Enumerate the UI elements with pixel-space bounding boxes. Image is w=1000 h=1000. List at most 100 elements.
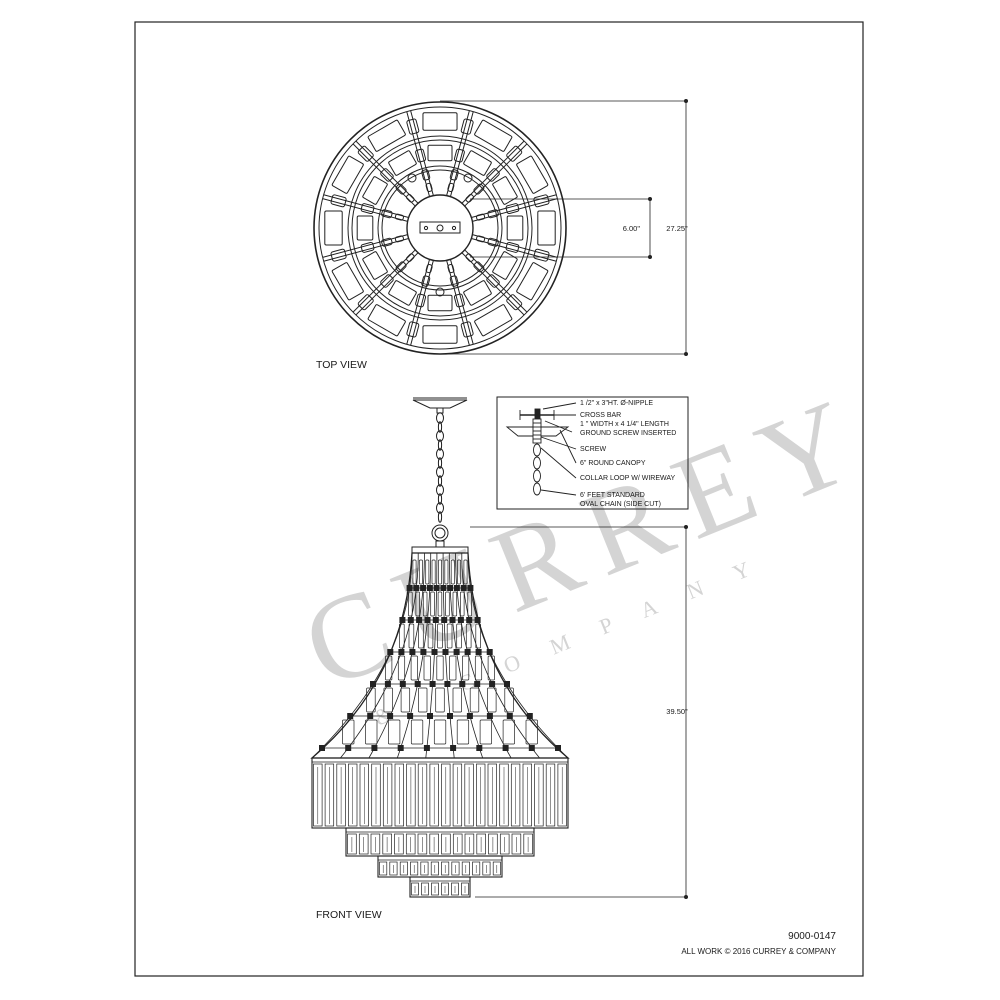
bell-clip <box>399 681 406 687</box>
fringe-crystal <box>359 763 369 827</box>
bell-clip <box>432 617 439 623</box>
bell-glass <box>423 655 431 681</box>
top-view-glass <box>447 182 455 192</box>
fringe-crystal <box>371 763 381 827</box>
bell-glass <box>408 591 413 617</box>
fringe-crystal <box>487 763 497 827</box>
top-view-glass <box>406 118 420 135</box>
sheet-border <box>134 21 864 977</box>
top-view-glass <box>360 241 375 253</box>
bell-clip <box>384 681 391 687</box>
top-view-glass <box>330 248 347 262</box>
fringe-crystal <box>476 763 486 827</box>
fringe-crystal <box>313 763 323 827</box>
top-view-glass <box>425 264 433 274</box>
bell-clip <box>406 585 413 591</box>
top-view-ring-glass <box>427 144 453 162</box>
bell-clip <box>447 713 453 719</box>
fringe-crystal <box>430 861 439 876</box>
bell-glass <box>410 655 418 681</box>
bell-glass <box>437 623 443 649</box>
front-view-drawing <box>310 397 570 898</box>
bell-clip <box>453 585 460 591</box>
bell-clip <box>433 585 440 591</box>
bell-clip <box>506 713 513 719</box>
top-view-spoke <box>352 249 416 313</box>
bell-glass <box>475 623 481 649</box>
fringe-crystal <box>451 882 459 896</box>
fringe-crystal <box>358 833 369 855</box>
bell-clip <box>407 617 414 623</box>
top-view-ring-glass <box>388 150 417 176</box>
bell-glass <box>445 591 450 617</box>
bell-glass <box>427 623 434 649</box>
top-view-spoke <box>323 194 409 219</box>
top-view-spoke <box>446 260 470 346</box>
bell-glass <box>525 719 538 745</box>
bell-glass <box>436 655 444 681</box>
top-view-spoke <box>406 259 431 345</box>
bell-clip <box>420 585 427 591</box>
top-view-ring-glass <box>331 262 364 301</box>
top-view-ring-glass <box>367 119 406 152</box>
top-view-dimensions <box>440 99 689 356</box>
bell-glass <box>400 687 411 713</box>
top-view-glass <box>486 274 500 288</box>
top-view-glass <box>487 209 499 219</box>
callout-screw: SCREW <box>580 446 606 453</box>
top-view-spoke <box>461 140 525 204</box>
bell-clip <box>489 681 496 687</box>
bell-clip <box>370 681 376 687</box>
top-view-glass <box>425 182 433 192</box>
callout-cross-bar: CROSS BAR <box>580 412 621 419</box>
bell-glass <box>422 591 428 617</box>
fringe-crystal <box>370 833 381 855</box>
chain-link <box>436 430 444 442</box>
fringe-crystal <box>379 861 388 876</box>
top-view-glass <box>460 321 474 338</box>
top-view-ring-glass <box>422 325 458 344</box>
top-view-glass <box>465 253 474 262</box>
bell-clip <box>466 713 473 719</box>
fringe-crystal <box>429 833 439 855</box>
top-view-glass <box>473 261 485 273</box>
top-view-glass <box>415 148 427 163</box>
fringe-crystal <box>441 882 449 896</box>
bell-clip <box>424 617 431 623</box>
top-view-spoke <box>464 249 528 313</box>
top-view-ring-glass <box>463 150 492 176</box>
front-view-dimensions <box>470 525 689 900</box>
bell-clip <box>528 745 535 751</box>
top-view-spoke <box>355 252 419 316</box>
top-view-spoke <box>464 143 528 207</box>
top-view-glass <box>395 183 407 195</box>
fringe-crystal <box>441 861 450 876</box>
top-view-ring-glass <box>492 176 518 205</box>
fringe-crystal <box>421 882 429 896</box>
top-view-glass <box>506 294 523 311</box>
top-view-spoke <box>461 252 525 316</box>
fringe-crystal <box>482 861 491 876</box>
bell-clip <box>409 649 416 655</box>
top-view-ring-glass <box>516 155 549 194</box>
fringe-crystal <box>382 833 392 855</box>
top-view-ring-glass <box>362 251 388 280</box>
top-view-ring-glass <box>506 215 524 241</box>
bell-clip <box>440 585 447 591</box>
fringe-crystal <box>522 763 532 827</box>
fringe-crystal <box>523 833 533 855</box>
bell-glass <box>450 559 455 585</box>
fringe-crystal <box>410 861 419 876</box>
bell-glass <box>456 623 462 649</box>
bell-clip <box>504 681 510 687</box>
bell-glass <box>452 591 458 617</box>
bell-clip <box>449 617 456 623</box>
fringe-crystal <box>472 861 481 876</box>
dim-overall-diameter: 27.25" <box>666 224 688 233</box>
bell-clip <box>486 649 493 655</box>
top-view-glass <box>381 237 393 247</box>
fringe-crystal <box>382 763 393 827</box>
fringe-crystal <box>406 763 416 827</box>
bell-glass <box>418 623 424 649</box>
